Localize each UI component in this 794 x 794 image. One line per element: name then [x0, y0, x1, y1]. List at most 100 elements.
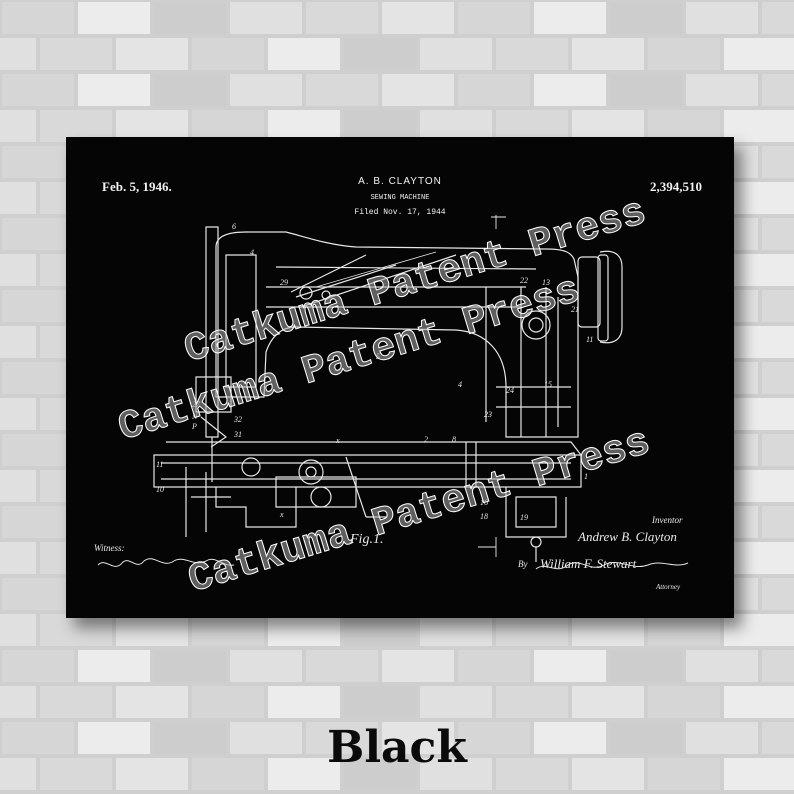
- brick: [648, 758, 720, 790]
- brick: [724, 38, 794, 70]
- brick: [0, 614, 36, 646]
- svg-text:x: x: [279, 510, 284, 519]
- brick: [192, 614, 264, 646]
- brick: [610, 722, 682, 754]
- brick: [458, 74, 530, 106]
- brick: [344, 758, 416, 790]
- brick: [2, 218, 74, 250]
- brick: [268, 686, 340, 718]
- brick: [458, 650, 530, 682]
- brick: [420, 110, 492, 142]
- filed-date: Filed Nov. 17, 1944: [354, 208, 446, 217]
- svg-text:11: 11: [156, 460, 163, 469]
- brick: [724, 110, 794, 142]
- brick: [192, 38, 264, 70]
- inventor-caption: Inventor: [652, 515, 683, 525]
- brick: [648, 38, 720, 70]
- svg-text:13: 13: [542, 278, 550, 287]
- svg-text:15: 15: [544, 380, 552, 389]
- brick: [40, 758, 112, 790]
- brick: [496, 686, 568, 718]
- svg-text:23: 23: [484, 410, 492, 419]
- brick: [762, 722, 794, 754]
- brick: [2, 74, 74, 106]
- svg-text:11: 11: [586, 335, 593, 344]
- brick: [40, 110, 112, 142]
- svg-text:1: 1: [584, 472, 588, 481]
- brick: [154, 722, 226, 754]
- svg-text:32: 32: [233, 415, 242, 424]
- brick: [610, 650, 682, 682]
- color-caption: Black: [327, 722, 467, 773]
- brick: [116, 110, 188, 142]
- brick: [40, 614, 112, 646]
- brick: [116, 758, 188, 790]
- svg-text:10: 10: [156, 485, 164, 494]
- brick: [344, 38, 416, 70]
- by-label: By: [518, 559, 528, 569]
- brick: [458, 2, 530, 34]
- brick: [230, 722, 302, 754]
- brick: [458, 722, 530, 754]
- brick: [2, 506, 74, 538]
- brick: [78, 650, 150, 682]
- attorney-caption: Attorney: [656, 583, 681, 591]
- brick: [534, 74, 606, 106]
- brick: [0, 182, 36, 214]
- brick: [2, 362, 74, 394]
- svg-text:4: 4: [458, 380, 462, 389]
- brick: [306, 74, 378, 106]
- svg-text:18: 18: [480, 512, 488, 521]
- svg-text:27: 27: [192, 400, 201, 409]
- brick: [686, 722, 758, 754]
- brick: [230, 650, 302, 682]
- brick: [382, 650, 454, 682]
- brick: [762, 2, 794, 34]
- svg-text:22: 22: [520, 276, 528, 285]
- svg-text:19: 19: [520, 513, 528, 522]
- patent-number: 2,394,510: [650, 179, 702, 194]
- brick: [116, 614, 188, 646]
- svg-text:x: x: [335, 436, 340, 445]
- brick: [534, 650, 606, 682]
- brick: [686, 650, 758, 682]
- brick: [40, 38, 112, 70]
- brick: [0, 542, 36, 574]
- brick: [724, 758, 794, 790]
- brick: [724, 686, 794, 718]
- figure-label: Fig.1.: [350, 532, 384, 547]
- brick: [686, 2, 758, 34]
- brick: [724, 254, 794, 286]
- brick: [268, 614, 340, 646]
- brick: [154, 74, 226, 106]
- svg-text:P: P: [191, 422, 197, 431]
- brick: [0, 110, 36, 142]
- brick: [762, 74, 794, 106]
- brick: [2, 650, 74, 682]
- brick: [534, 2, 606, 34]
- brick: [610, 2, 682, 34]
- brick: [724, 470, 794, 502]
- brick: [78, 2, 150, 34]
- brick: [268, 110, 340, 142]
- brick: [116, 686, 188, 718]
- patent-date: Feb. 5, 1946.: [102, 179, 172, 194]
- brick: [116, 38, 188, 70]
- brick: [154, 650, 226, 682]
- brick: [724, 182, 794, 214]
- brick: [306, 2, 378, 34]
- brick: [420, 614, 492, 646]
- brick: [2, 434, 74, 466]
- brick: [762, 218, 794, 250]
- brick: [2, 578, 74, 610]
- brick: [78, 74, 150, 106]
- brick: [0, 398, 36, 430]
- brick: [382, 722, 454, 754]
- svg-text:4: 4: [250, 248, 254, 257]
- brick: [724, 326, 794, 358]
- brick: [572, 38, 644, 70]
- brick: [762, 146, 794, 178]
- attorney-signature: William F. Stewart: [540, 556, 637, 571]
- brick: [0, 686, 36, 718]
